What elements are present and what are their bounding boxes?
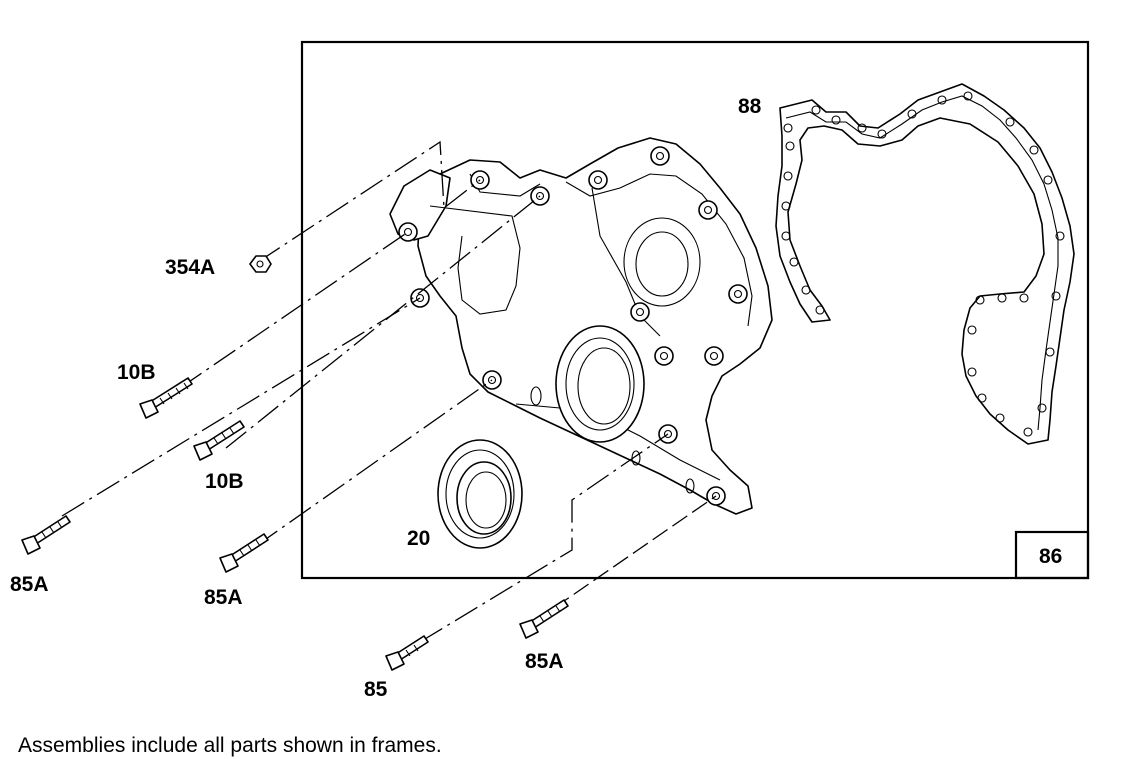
part-85a-bottom-bolt [519,599,569,639]
label-10b-upper: 10B [117,361,156,384]
part-10b-upper-bolt [139,377,193,419]
assembly-center-lines [61,140,717,643]
assembly-number-box [1014,530,1090,580]
label-10b-lower: 10B [205,470,244,493]
label-85: 85 [364,678,388,701]
label-85a-left: 85A [10,573,49,596]
timing-cover-housing [389,137,773,515]
label-85a-bottom: 85A [525,650,564,673]
part-85a-middle-bolt [219,533,269,573]
part-20-seal [437,439,523,549]
part-85a-left-bolt [21,515,71,555]
label-20: 20 [407,527,430,550]
label-354a: 354A [165,256,215,279]
label-85a-middle: 85A [204,586,243,609]
assembly-frame [300,40,1090,580]
part-88-gasket [775,83,1075,445]
part-85-bolt [385,635,429,671]
part-354a-nut [249,255,272,273]
label-86: 86 [1039,545,1062,568]
part-10b-lower-bolt [193,420,245,461]
label-88: 88 [738,95,762,118]
footnote: Assemblies include all parts shown in fr… [18,734,442,757]
